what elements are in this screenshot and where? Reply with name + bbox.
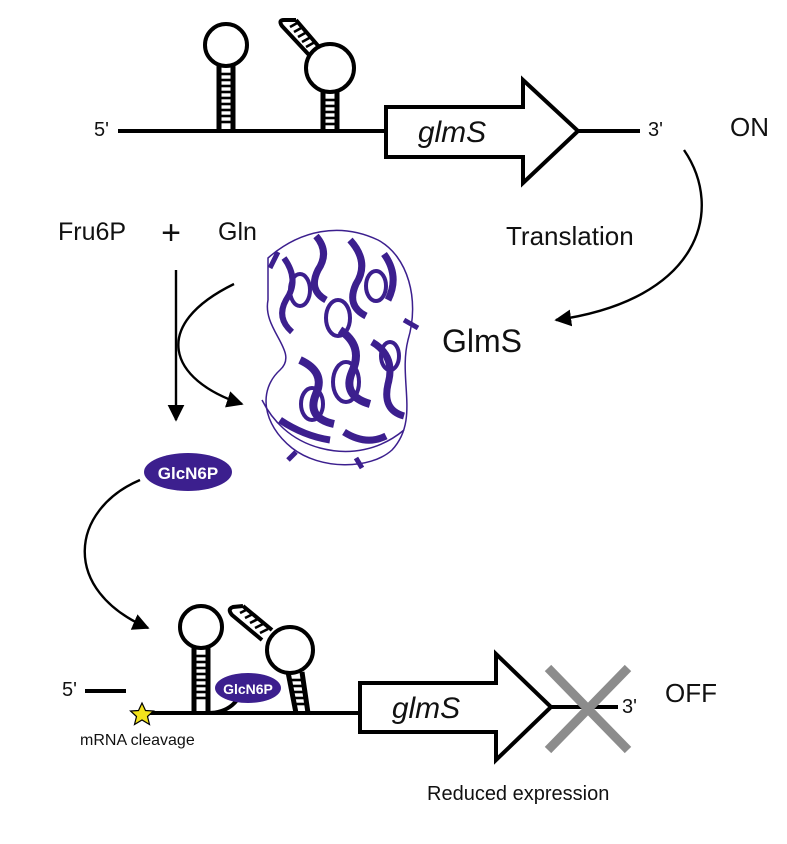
- substrate-gln: Gln: [218, 218, 257, 246]
- bottom-three-prime: 3': [622, 696, 637, 718]
- top-hairpin-1: [203, 22, 249, 131]
- bottom-mrna: GlcN6P glmS 5' 3' mRNA cleavage Reduced …: [62, 604, 717, 805]
- top-gene-arrow: [384, 75, 581, 188]
- bottom-five-prime: 5': [62, 679, 77, 701]
- top-five-prime: 5': [94, 119, 109, 141]
- plus-sign: +: [161, 214, 181, 252]
- top-three-prime: 3': [648, 119, 663, 141]
- bottom-gene-label: glmS: [392, 692, 460, 725]
- translation-arrow: [554, 149, 703, 327]
- bottom-hairpin-1: [178, 604, 224, 713]
- glms-protein-structure: [261, 229, 420, 470]
- off-state-label: OFF: [665, 678, 717, 708]
- on-state-label: ON: [730, 112, 769, 142]
- translation-label: Translation: [506, 221, 634, 251]
- substrate-fru6p: Fru6P: [58, 218, 126, 246]
- glcn6p-label: GlcN6P: [158, 464, 218, 483]
- glcn6p-product: GlcN6P: [144, 453, 232, 491]
- blocked-x-icon: [544, 664, 632, 754]
- pathway: Fru6P + Gln Translation: [58, 149, 703, 630]
- bottom-gene-arrow: [358, 649, 554, 765]
- enzyme-label: GlmS: [442, 323, 522, 359]
- bound-glcn6p: GlcN6P: [215, 673, 281, 703]
- top-gene-label: glmS: [418, 116, 486, 149]
- gln-curve-arrow: [177, 282, 244, 408]
- cleavage-label: mRNA cleavage: [80, 732, 195, 749]
- bound-glcn6p-label: GlcN6P: [223, 681, 273, 697]
- cleavage-star-icon: [129, 701, 155, 726]
- product-to-riboswitch-arrow: [83, 478, 150, 630]
- top-hairpin-2: [278, 18, 356, 131]
- reduced-expression-label: Reduced expression: [427, 783, 609, 805]
- top-mrna: glmS 5' 3' ON: [94, 18, 769, 188]
